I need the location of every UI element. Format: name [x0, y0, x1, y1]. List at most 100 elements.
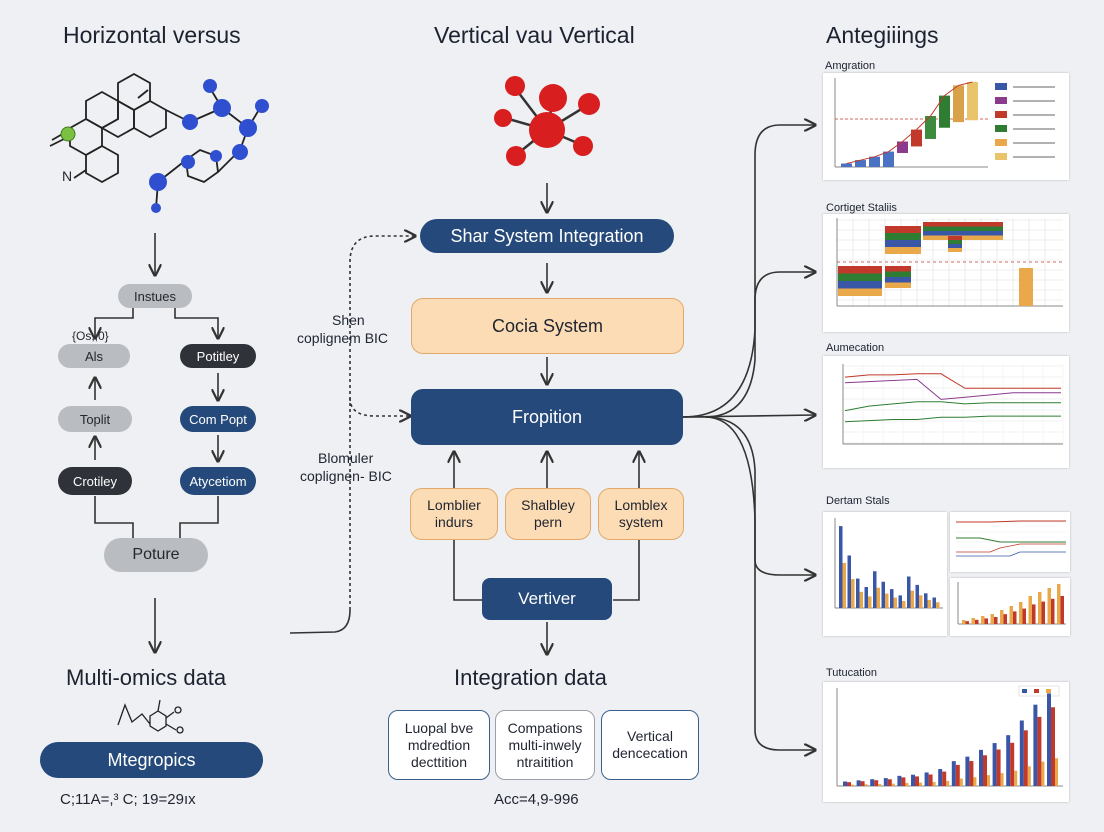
chart-4c-bar	[1003, 614, 1007, 624]
chart-4a-bar	[893, 597, 897, 608]
node-als[interactable]: Als	[58, 344, 130, 368]
chart-5-bar	[959, 778, 963, 786]
chart-5-bar	[983, 755, 987, 786]
chart-5-bar	[860, 781, 865, 786]
chart-1-bar	[911, 129, 922, 147]
center-header: Vertical vau Vertical	[434, 22, 635, 48]
mtegropics-button[interactable]: Mtegropics	[40, 742, 263, 778]
chart-5-bar	[915, 776, 919, 786]
chart-4c-bar	[965, 621, 969, 624]
vertiver-node[interactable]: Vertiver	[482, 578, 612, 620]
chart-5-bar	[1027, 766, 1031, 786]
chart-4a-bar	[859, 591, 863, 608]
shalbley-pern[interactable]: Shalbley pern	[505, 488, 591, 540]
lomblier-line1: Lomblier	[427, 497, 481, 513]
chart-4a-bar	[881, 581, 885, 608]
chart-5-bar	[870, 779, 875, 786]
chart-5-bar	[864, 784, 868, 786]
chart-4a-bar	[919, 595, 923, 608]
chart-panel-1	[823, 73, 1069, 180]
atom-label: N	[62, 168, 73, 184]
shar-system-integration[interactable]: Shar System Integration	[420, 219, 674, 253]
shalbley-line1: Shalbley	[521, 497, 575, 513]
card-luopal-line2: mdredtion	[407, 736, 471, 753]
chart-5-bar	[878, 783, 882, 786]
chart-5-bar	[951, 761, 956, 786]
chart-2-bar-segment	[838, 288, 882, 296]
chart-5-legend-swatch	[1046, 689, 1051, 693]
fropition-node[interactable]: Fropition	[411, 389, 683, 445]
right-header: Antegiiings	[826, 22, 939, 48]
shalbley-line2: pern	[533, 514, 563, 530]
chart-2-bar-segment	[885, 247, 921, 254]
card-luopal[interactable]: Luopal bve mdredtion decttition	[388, 710, 490, 780]
chart-panel-4a	[823, 512, 947, 636]
chart-1-legend-swatch	[995, 83, 1007, 90]
node-com-popt[interactable]: Com Popt	[180, 406, 256, 432]
chart-panel-4c	[950, 578, 1070, 636]
chart-1-bar-fill	[841, 163, 852, 167]
card-compations-line3: ntraitition	[516, 753, 574, 770]
chart-5-bar	[1033, 704, 1038, 786]
chart-4a-bar	[873, 571, 877, 608]
chart-1-bar	[967, 82, 978, 121]
chart-4a-bar	[876, 587, 880, 608]
node-potitley[interactable]: Potitley	[180, 344, 256, 368]
chart-3-series-line	[844, 415, 1061, 423]
chart-5-bar	[874, 780, 879, 786]
chart-5-bar	[992, 743, 997, 786]
card-luopal-line3: decttition	[410, 753, 468, 770]
chart-5-bar	[1006, 735, 1011, 786]
chart-4a-bar	[847, 555, 851, 608]
chart-5-bar	[924, 772, 929, 786]
chart-2-bar-segment	[923, 222, 1003, 227]
chart-4c-bar	[1013, 611, 1017, 624]
chart-1-bar	[897, 141, 908, 153]
chart-2-bar-segment	[885, 233, 921, 240]
lomblex-system[interactable]: Lomblex system	[598, 488, 684, 540]
chart-5-bar	[1047, 693, 1051, 786]
center-molecule-icon	[494, 76, 600, 166]
chart-4c-bar	[1019, 602, 1023, 624]
node-poture[interactable]: Poture	[104, 538, 208, 572]
chart-5-bar	[932, 781, 936, 786]
card-vertical[interactable]: Vertical dencecation	[601, 710, 699, 780]
integration-data-title: Integration data	[454, 665, 607, 690]
chart-4a-bar	[932, 597, 936, 608]
chart-1-bar	[939, 95, 950, 128]
card-vertical-line2: dencecation	[612, 745, 688, 761]
chart-4c-bar	[1028, 596, 1032, 624]
chart-panel-2	[823, 214, 1069, 332]
node-crotiley[interactable]: Crotiley	[58, 467, 132, 495]
chart-2-bar-segment	[948, 236, 962, 240]
chart-5-bar	[955, 764, 960, 786]
card-compations[interactable]: Compations multi-inwely ntraitition	[495, 710, 595, 780]
node-atycetiom[interactable]: Atycetiom	[180, 467, 256, 495]
chart-4b-svg	[956, 520, 1066, 557]
lomblex-line1: Lomblex	[614, 497, 668, 513]
chart-5-bar	[1000, 773, 1004, 786]
card-vertical-line1: Vertical	[627, 728, 673, 744]
chart-5-bar	[1051, 707, 1055, 786]
node-toplit[interactable]: Toplit	[58, 406, 132, 432]
chart-4a-bar	[839, 526, 843, 608]
lomblier-line2: indurs	[434, 514, 474, 530]
chart-5-bar	[969, 761, 974, 786]
chart-2-bar-segment	[885, 282, 911, 288]
cocia-system[interactable]: Cocia System	[411, 298, 684, 354]
lomblier-indurs[interactable]: Lomblier indurs	[410, 488, 498, 540]
chart-5-bar	[938, 769, 943, 786]
card-compations-line2: multi-inwely	[508, 736, 582, 753]
node-instues[interactable]: Instues	[118, 284, 192, 308]
chart-4a-bar	[915, 584, 919, 608]
chart-panel-3	[823, 356, 1069, 468]
chart-4c-bar	[1057, 584, 1061, 624]
chart-2-svg	[836, 218, 1063, 307]
panel-2-title: Cortiget Staliis	[826, 202, 897, 214]
chart-5-bar	[847, 782, 851, 786]
chart-2-bar-tall	[1019, 268, 1033, 306]
chart-5-bar	[1023, 730, 1028, 786]
chart-4c-bar	[1060, 596, 1064, 624]
chart-5-bar	[897, 775, 902, 786]
chart-5-bar	[987, 775, 990, 786]
